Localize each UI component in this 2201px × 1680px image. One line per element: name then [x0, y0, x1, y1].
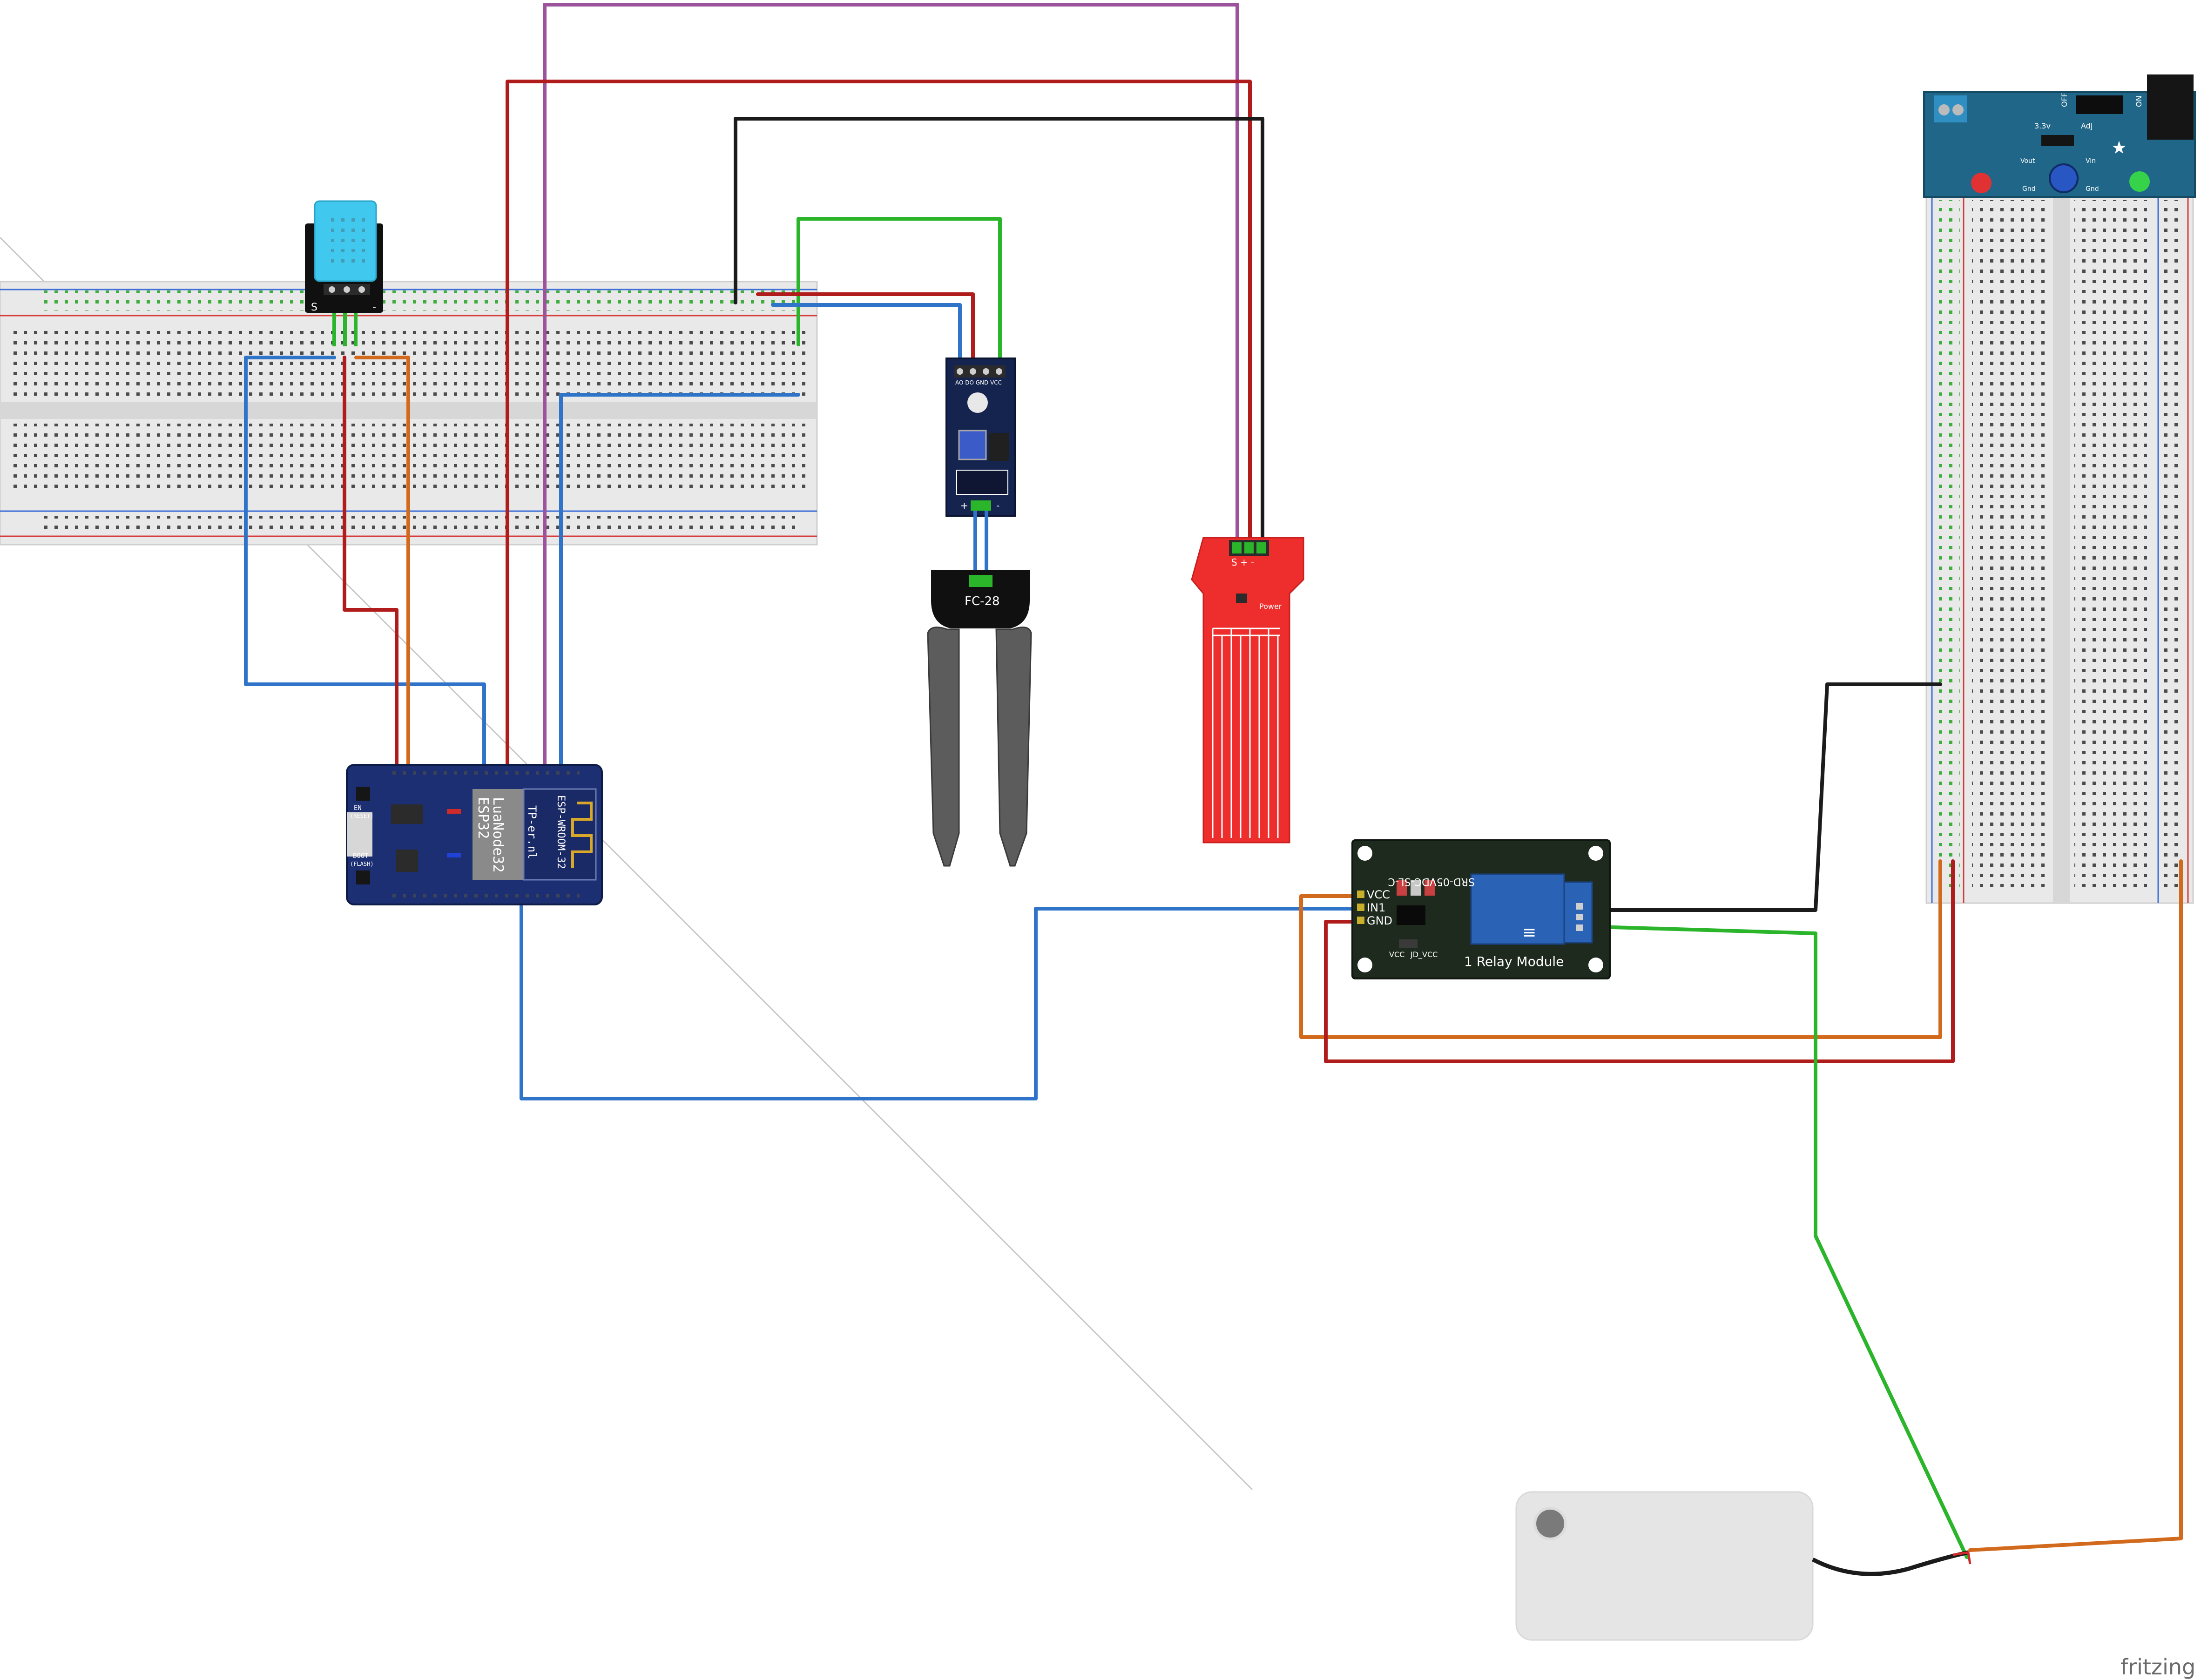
- relay-cube: [1470, 873, 1565, 945]
- screw-terminal-icon: [1952, 104, 1964, 115]
- soil-moisture-module: AO DO GND VCC + -: [945, 358, 1016, 517]
- mount-hole-icon: [1588, 846, 1603, 861]
- esp32-site-label: TP-er.nl: [526, 805, 539, 859]
- power-label-gnd-2: Gnd: [2086, 185, 2099, 193]
- esp32-boot-label: BOOT: [353, 852, 369, 860]
- potentiometer-icon[interactable]: [2049, 163, 2079, 193]
- relay-pin-vcc-label: VCC: [1367, 888, 1390, 901]
- dc-jack: [2147, 74, 2194, 140]
- mount-hole-icon: [1588, 958, 1603, 972]
- power-label-gnd-1: Gnd: [2022, 185, 2036, 193]
- mount-hole-icon: [1357, 846, 1372, 861]
- soil-potentiometer-icon[interactable]: [958, 430, 987, 460]
- water-pump: [1515, 1491, 1971, 1641]
- water-level-sensor: S + - Power: [1191, 537, 1304, 843]
- power-label-on: ON: [2134, 95, 2143, 107]
- water-sensor-traces: [1212, 627, 1280, 838]
- dht-sensor: S -: [305, 200, 383, 346]
- right-breadboard: [1925, 192, 2194, 904]
- relay-pin-in1-label: IN1: [1367, 901, 1385, 914]
- wire-orange-pump[interactable]: [1968, 859, 2183, 1552]
- fritzing-watermark: fritzing: [2120, 1654, 2195, 1680]
- wire-orange-dht[interactable]: [354, 356, 410, 772]
- star-logo-icon: ★: [2111, 137, 2127, 158]
- soil-module-pins-label: AO DO GND VCC: [955, 379, 1002, 386]
- wire-blue-soil-gnd[interactable]: [771, 303, 962, 363]
- wire-green-soil-do[interactable]: [797, 217, 1002, 363]
- relay-logo-icon: ≡: [1522, 923, 1536, 942]
- dht-pin-minus-label: -: [372, 302, 376, 313]
- power-label-vout: Vout: [2020, 157, 2035, 165]
- relay-part-label: SRD-05VDC-SL-C: [1388, 876, 1475, 887]
- antenna-icon: [571, 802, 593, 868]
- screw-terminal-icon: [1938, 104, 1950, 115]
- esp32-chip-label: ESP32: [475, 797, 491, 839]
- wire-black-relay-com[interactable]: [1597, 682, 1942, 912]
- relay-title: 1 Relay Module: [1464, 954, 1564, 969]
- power-label-3v3: 3.3v: [2034, 121, 2051, 130]
- mount-hole-icon: [1357, 958, 1372, 972]
- wire-red-dht[interactable]: [343, 356, 398, 772]
- relay-jumper-vcc-label: VCC: [1389, 950, 1404, 959]
- wires: [244, 3, 2183, 1559]
- wire-red-water-vcc[interactable]: [506, 80, 1252, 772]
- wire-orange-relay-vcc[interactable]: [1299, 859, 1942, 1039]
- boot-button[interactable]: [356, 870, 370, 884]
- relay-module: VCC IN1 GND VCC JD_VCC SRD-05VDC-SL-C ≡ …: [1351, 839, 1611, 979]
- power-supply-module: ★ OFF ON 3.3v Adj Vout Vin Gnd Gnd: [1923, 74, 2196, 198]
- soil-probe-label: FC-28: [965, 594, 1000, 608]
- wire-blue-bb-esp[interactable]: [559, 393, 800, 772]
- wire-green-relay-no[interactable]: [1581, 924, 1969, 1559]
- led-red-icon: [1971, 173, 1992, 193]
- soil-led-icon: [967, 392, 988, 413]
- power-label-adj: Adj: [2081, 121, 2093, 130]
- pump-outlet-icon: [1533, 1507, 1567, 1540]
- wire-red-relay-gnd[interactable]: [1324, 859, 1955, 1063]
- soil-plus-label: +: [960, 500, 968, 511]
- soil-minus-label: -: [996, 500, 999, 511]
- wire-black-water-gnd[interactable]: [734, 117, 1264, 547]
- soil-probe: FC-28: [927, 570, 1032, 867]
- dht-pin-s-label: S: [311, 302, 317, 313]
- led-green-icon: [2129, 171, 2150, 192]
- wire-blue-dht[interactable]: [244, 356, 486, 772]
- water-sensor-pins-label: S + -: [1231, 557, 1254, 568]
- wroom-shield: [473, 789, 524, 880]
- wire-red-soil-vcc[interactable]: [756, 292, 975, 363]
- esp32-title: LuaNode32: [490, 797, 506, 873]
- esp32-board: EN (RESET) BOOT (FLASH) LuaNode32 ESP32 …: [346, 764, 603, 905]
- power-label-off: OFF: [2060, 93, 2069, 107]
- usb-port: [347, 812, 372, 857]
- water-sensor-power-label: Power: [1259, 602, 1282, 611]
- esp32-en-sub-label: (RESET): [350, 813, 374, 819]
- esp32-module-label: ESP-WROOM-32: [555, 795, 567, 869]
- soil-probe-wires: [973, 511, 988, 577]
- en-button[interactable]: [356, 787, 370, 801]
- esp32-boot-sub-label: (FLASH): [350, 861, 374, 867]
- relay-terminal-block: [1563, 881, 1593, 944]
- wire-blue-relay-in1[interactable]: [520, 897, 1354, 1100]
- power-label-vin: Vin: [2086, 157, 2096, 165]
- relay-pin-gnd-label: GND: [1367, 914, 1392, 927]
- relay-jumper-jd-label: JD_VCC: [1410, 950, 1438, 959]
- power-switch[interactable]: [2076, 95, 2123, 114]
- esp32-en-label: EN: [354, 804, 362, 812]
- wire-purple-signal[interactable]: [543, 3, 1239, 772]
